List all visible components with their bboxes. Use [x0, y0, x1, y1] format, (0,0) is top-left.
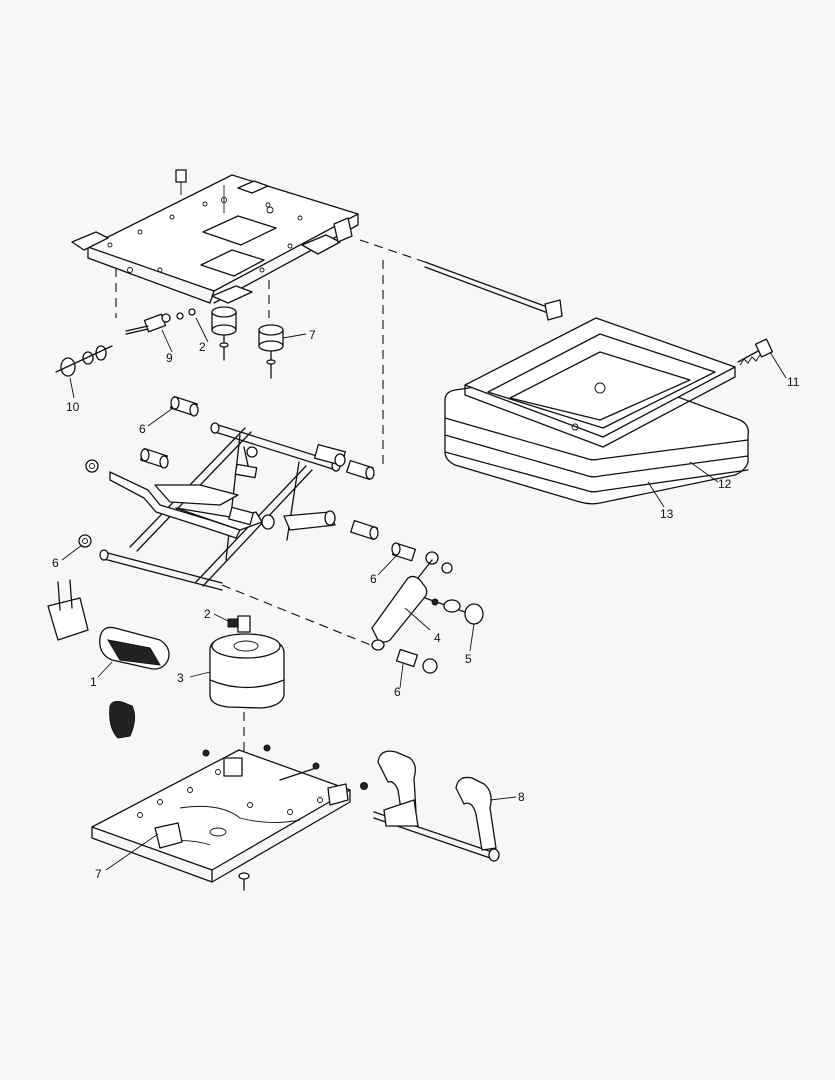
bushings-part-6	[78, 395, 453, 674]
shock-absorber-part-4	[371, 559, 433, 651]
callout-2-lower: 2	[204, 607, 211, 621]
assembly-lines	[115, 239, 426, 765]
callout-4: 4	[434, 631, 441, 645]
nut-part-2-lower	[227, 618, 239, 628]
scissor-mechanism	[99, 422, 346, 591]
top-mounting-plate	[71, 169, 359, 304]
callout-6-right: 6	[370, 572, 377, 586]
callout-11: 11	[787, 375, 800, 389]
callout-labels: 1 2 2 3 4 5 6 6 6 6 7 7 8 9 10 11 12 13	[52, 328, 800, 881]
callout-8: 8	[518, 790, 525, 804]
knob-part-5	[424, 597, 484, 625]
switch-part-9	[125, 308, 196, 335]
bracket-part-8	[360, 750, 500, 862]
callout-3: 3	[177, 671, 184, 685]
callout-2-upper: 2	[199, 340, 206, 354]
callout-10: 10	[66, 400, 80, 414]
seat-cushion	[444, 317, 774, 505]
washer-part-10	[55, 345, 113, 377]
lower-base-plate	[91, 744, 351, 891]
callout-6-upper-left: 6	[139, 422, 146, 436]
air-spring-part-3	[209, 615, 285, 709]
callout-9: 9	[166, 351, 173, 365]
callout-7-lower: 7	[95, 867, 102, 881]
callout-6-left: 6	[52, 556, 59, 570]
support-rod	[424, 261, 563, 321]
callout-6-bottom: 6	[394, 685, 401, 699]
callout-12: 12	[718, 477, 732, 491]
bumper-part-7-upper	[211, 306, 284, 379]
compressor-part-1	[47, 579, 170, 739]
callout-1: 1	[90, 675, 97, 689]
callout-7-upper: 7	[309, 328, 316, 342]
leader-lines	[61, 317, 787, 871]
callout-5: 5	[465, 652, 472, 666]
callout-13: 13	[660, 507, 674, 521]
